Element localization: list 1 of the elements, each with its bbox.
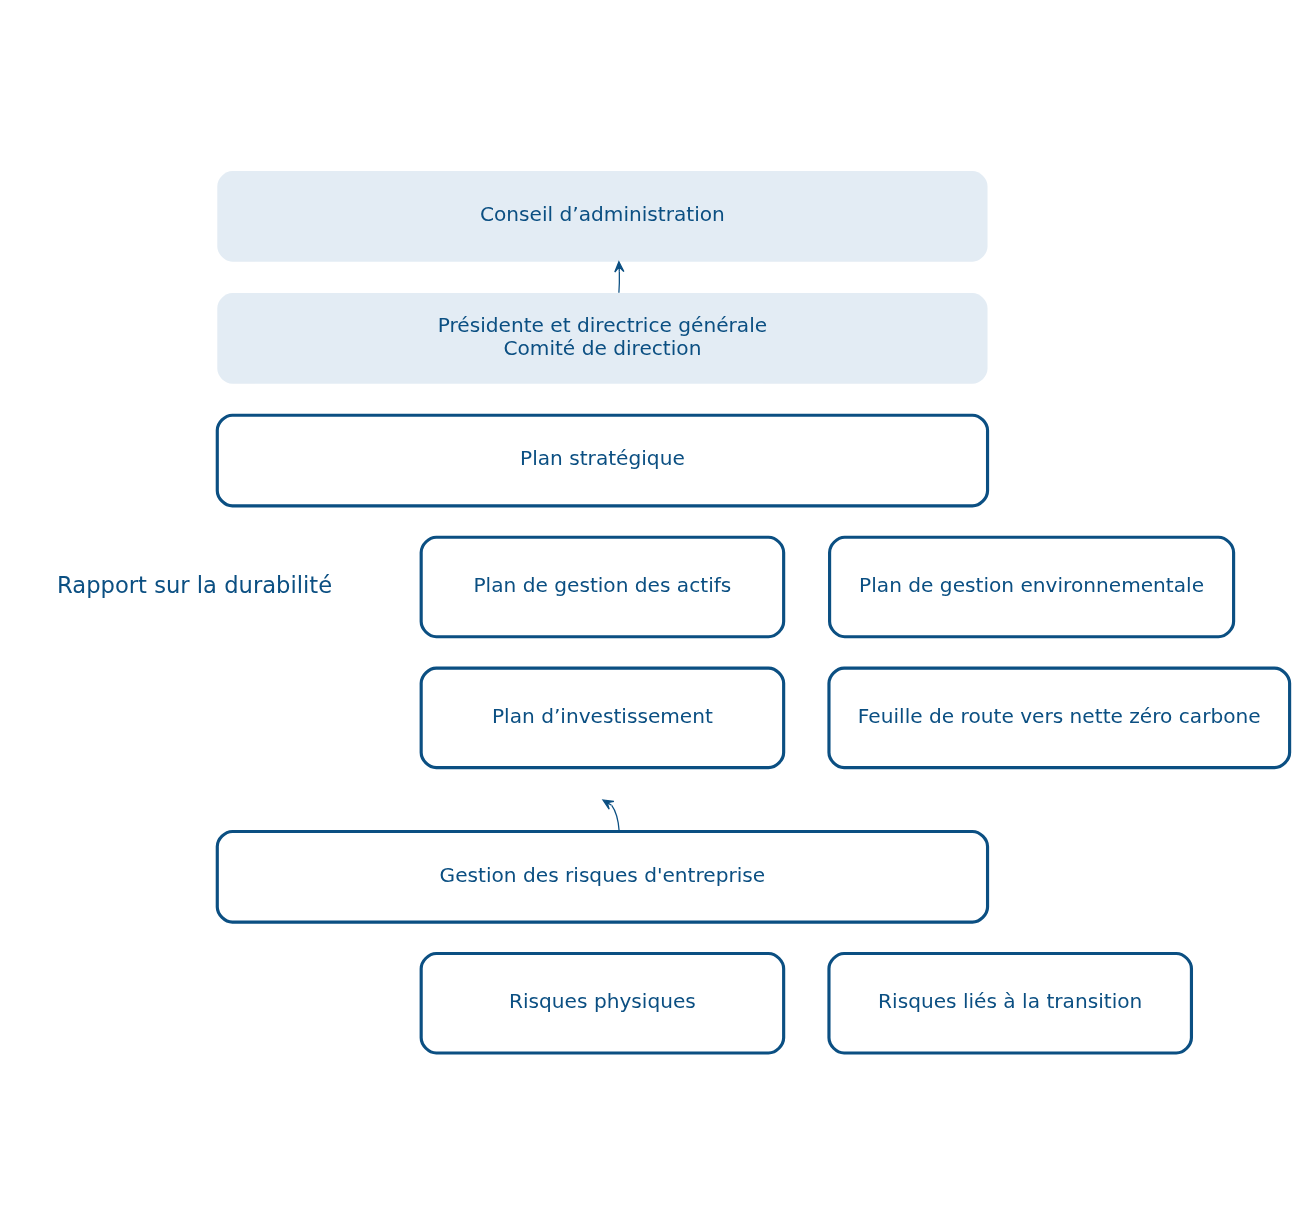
label: Rapport sur la durabilité	[57, 571, 333, 598]
